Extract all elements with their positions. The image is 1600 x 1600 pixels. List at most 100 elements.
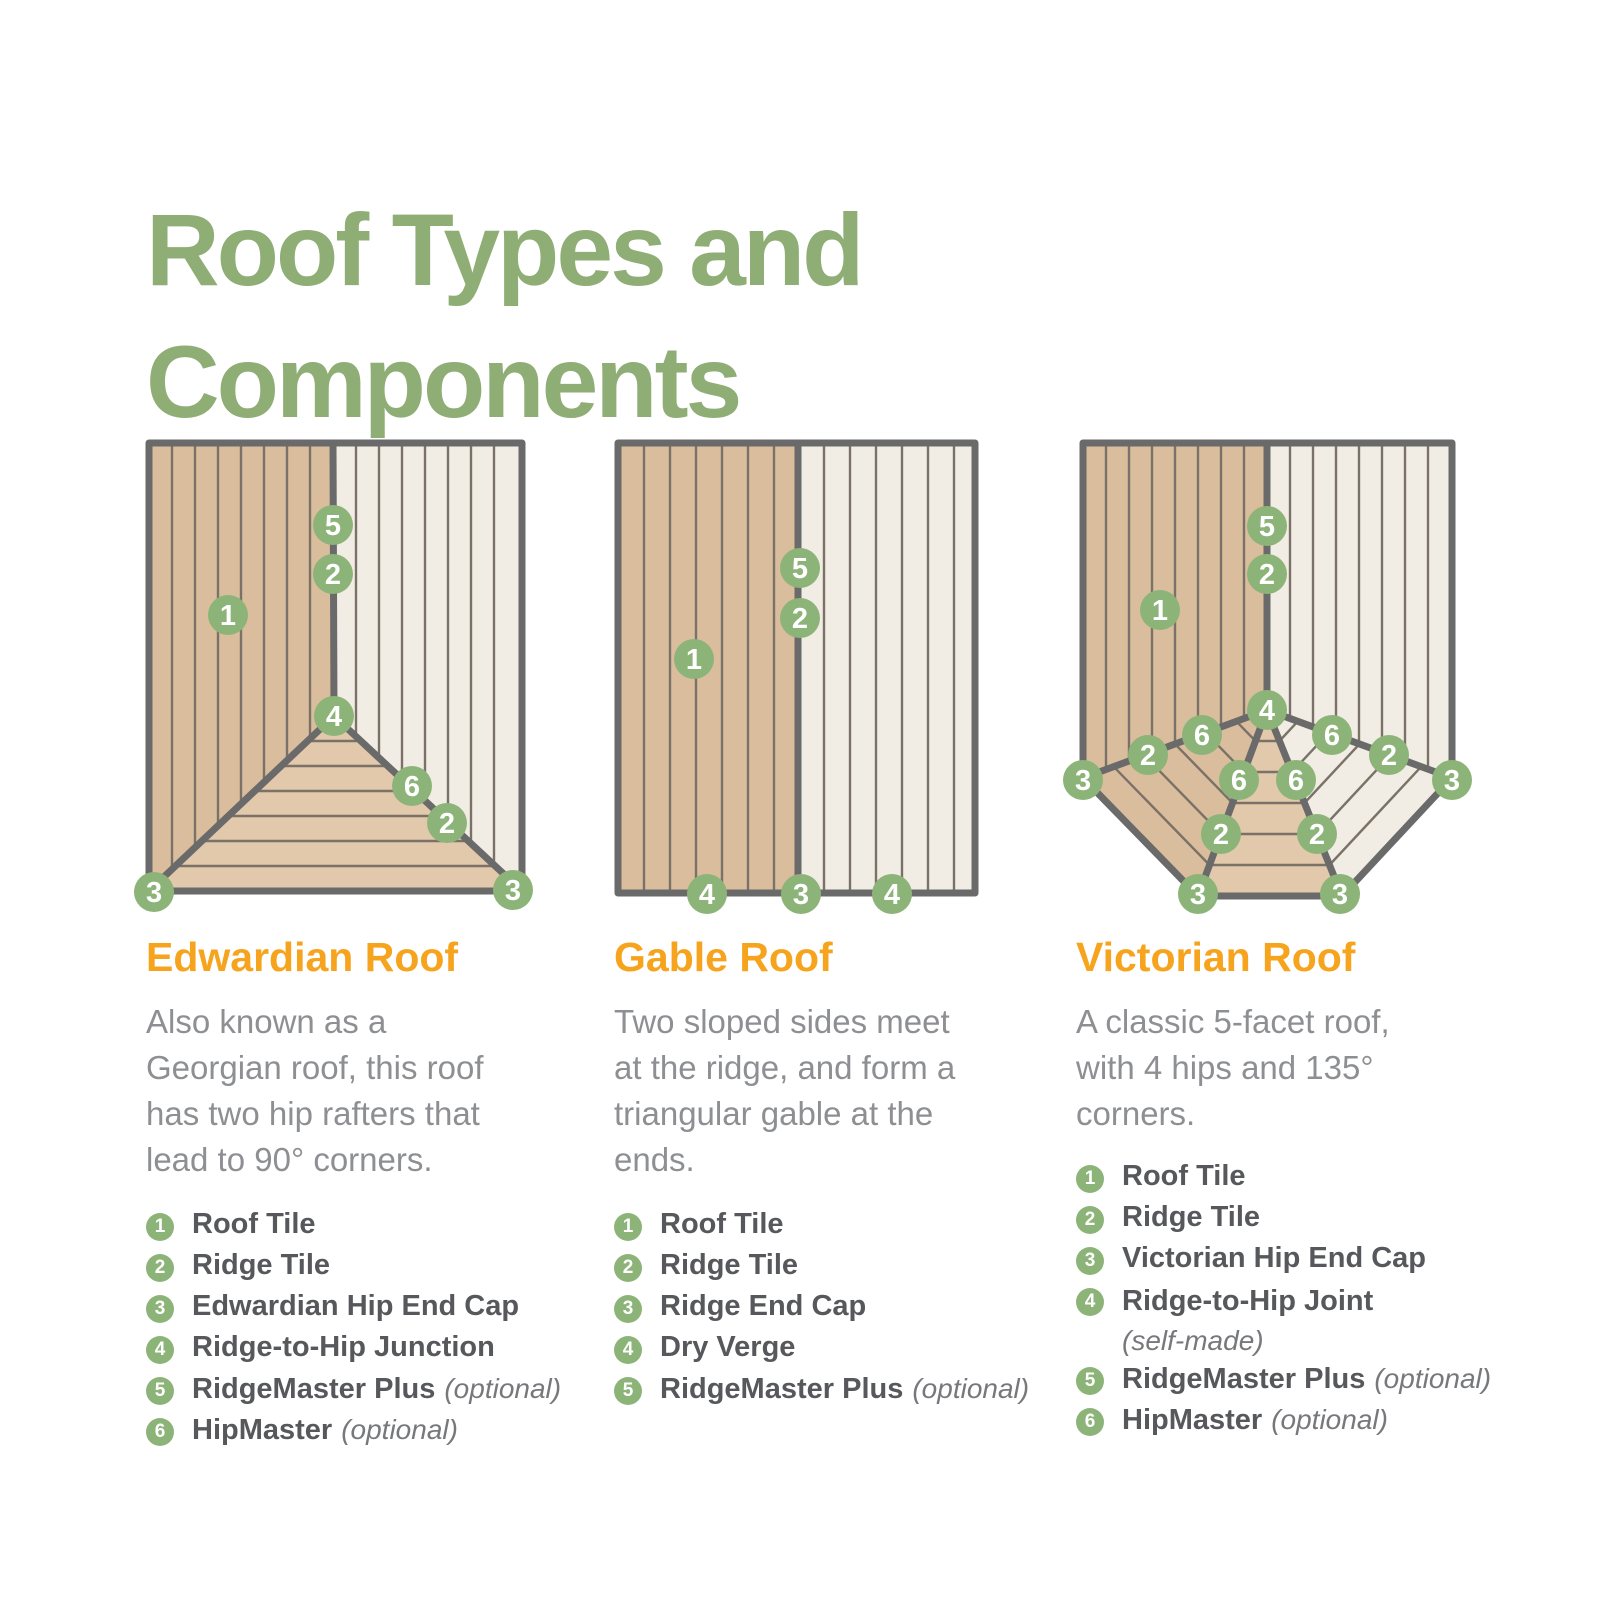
component-number-badge: 2 (146, 1253, 174, 1282)
svg-text:4: 4 (1259, 695, 1275, 727)
section-title-gable: Gable Roof (614, 934, 833, 980)
svg-text:2: 2 (1381, 740, 1397, 772)
component-number-badge: 2 (1076, 1205, 1104, 1234)
svg-text:3: 3 (1075, 765, 1091, 797)
edwardian-facet (333, 443, 522, 891)
svg-text:4: 4 (699, 879, 715, 911)
victorian-marker-3: 3 (1320, 874, 1360, 914)
svg-text:3: 3 (505, 875, 521, 907)
component-label: Roof Tile (1122, 1160, 1246, 1192)
victorian-marker-3: 3 (1432, 760, 1472, 800)
svg-text:3: 3 (1332, 879, 1348, 911)
component-label: HipMaster (1122, 1403, 1263, 1436)
component-label: RidgeMaster Plus (660, 1372, 904, 1405)
component-item: 5 RidgeMaster Plus(optional) (614, 1370, 1029, 1411)
svg-text:2: 2 (1309, 819, 1325, 851)
component-list-edwardian: 1 Roof Tile 2 Ridge Tile 3 Edwardian Hip End … (146, 1206, 561, 1452)
victorian-facet (1083, 710, 1267, 896)
component-note: (self-made) (1122, 1325, 1264, 1356)
svg-text:2: 2 (1259, 559, 1275, 591)
component-text: HipMaster(optional) (1122, 1402, 1388, 1442)
component-note: (optional) (1374, 1362, 1492, 1394)
svg-text:5: 5 (792, 553, 808, 585)
section-title-victorian: Victorian Roof (1076, 934, 1356, 980)
component-number-badge: 3 (1076, 1246, 1104, 1275)
gable-marker-1: 1 (674, 639, 714, 679)
component-text: RidgeMaster Plus(optional) (192, 1371, 561, 1411)
component-number-badge: 1 (146, 1212, 174, 1241)
component-label: HipMaster (192, 1413, 333, 1446)
component-text: RidgeMaster Plus(optional) (1122, 1361, 1491, 1401)
component-text: Ridge-to-Hip Junction (192, 1330, 495, 1369)
victorian-marker-1: 1 (1140, 590, 1180, 630)
component-label: Ridge Tile (192, 1249, 331, 1281)
svg-text:6: 6 (1324, 720, 1340, 752)
component-label: Dry Verge (660, 1331, 796, 1363)
component-item: 6 HipMaster(optional) (146, 1411, 561, 1452)
component-number-badge: 6 (146, 1417, 174, 1446)
svg-text:2: 2 (325, 559, 341, 591)
component-label: Ridge Tile (1122, 1201, 1261, 1233)
victorian-frame-line (1263, 706, 1456, 782)
victorian-marker-5: 5 (1247, 506, 1287, 546)
component-label: Victorian Hip End Cap (1122, 1242, 1427, 1274)
component-note: (optional) (341, 1413, 458, 1445)
component-item: 3 Victorian Hip End Cap (1076, 1240, 1491, 1281)
component-text: Ridge-to-Hip Joint(self-made) (1122, 1284, 1373, 1359)
component-text: Roof Tile (192, 1207, 316, 1246)
component-text: Ridge End Cap (660, 1289, 866, 1328)
svg-text:4: 4 (326, 701, 342, 733)
svg-text:3: 3 (1444, 765, 1460, 797)
svg-text:4: 4 (884, 879, 900, 911)
component-number-badge: 5 (614, 1376, 642, 1405)
component-number-badge: 3 (146, 1294, 174, 1323)
page-title-line2: Components (146, 325, 742, 440)
component-note: (optional) (1271, 1403, 1388, 1435)
edwardian-marker-5: 5 (313, 505, 353, 545)
component-number-badge: 1 (614, 1212, 642, 1241)
page-title-line1: Roof Types and (146, 193, 864, 308)
component-text: Roof Tile (660, 1207, 784, 1246)
component-text: Edwardian Hip End Cap (192, 1289, 519, 1328)
component-number-badge: 6 (1076, 1407, 1104, 1436)
component-label: Ridge End Cap (660, 1290, 867, 1322)
edwardian-frame-line (330, 712, 526, 895)
component-text: RidgeMaster Plus(optional) (660, 1371, 1029, 1411)
victorian-marker-4: 4 (1247, 690, 1287, 730)
edwardian-marker-6: 6 (392, 766, 432, 806)
svg-text:3: 3 (793, 879, 809, 911)
edwardian-marker-3: 3 (134, 872, 174, 912)
gable-tile-lines (822, 443, 956, 893)
component-text: Ridge Tile (660, 1248, 798, 1287)
edwardian-marker-3: 3 (493, 870, 533, 910)
component-number-badge: 4 (1076, 1288, 1104, 1316)
victorian-tile-lines (1288, 443, 1430, 778)
component-number-badge: 5 (1076, 1366, 1104, 1395)
gable-frame-line (614, 439, 979, 897)
svg-text:2: 2 (1140, 740, 1156, 772)
component-number-badge: 4 (146, 1335, 174, 1364)
victorian-marker-2: 2 (1128, 735, 1168, 775)
svg-text:2: 2 (439, 808, 455, 840)
gable-marker-5: 5 (780, 548, 820, 588)
svg-text:6: 6 (404, 771, 420, 803)
component-label: Roof Tile (192, 1208, 316, 1240)
component-item: 1 Roof Tile (146, 1206, 561, 1247)
gable-marker-3: 3 (781, 874, 821, 914)
component-item: 4 Ridge-to-Hip Joint(self-made) (1076, 1281, 1491, 1360)
victorian-marker-2: 2 (1297, 814, 1337, 854)
svg-text:1: 1 (686, 644, 702, 676)
component-text: HipMaster(optional) (192, 1412, 458, 1452)
component-label: RidgeMaster Plus (1122, 1362, 1366, 1395)
svg-text:2: 2 (1213, 819, 1229, 851)
